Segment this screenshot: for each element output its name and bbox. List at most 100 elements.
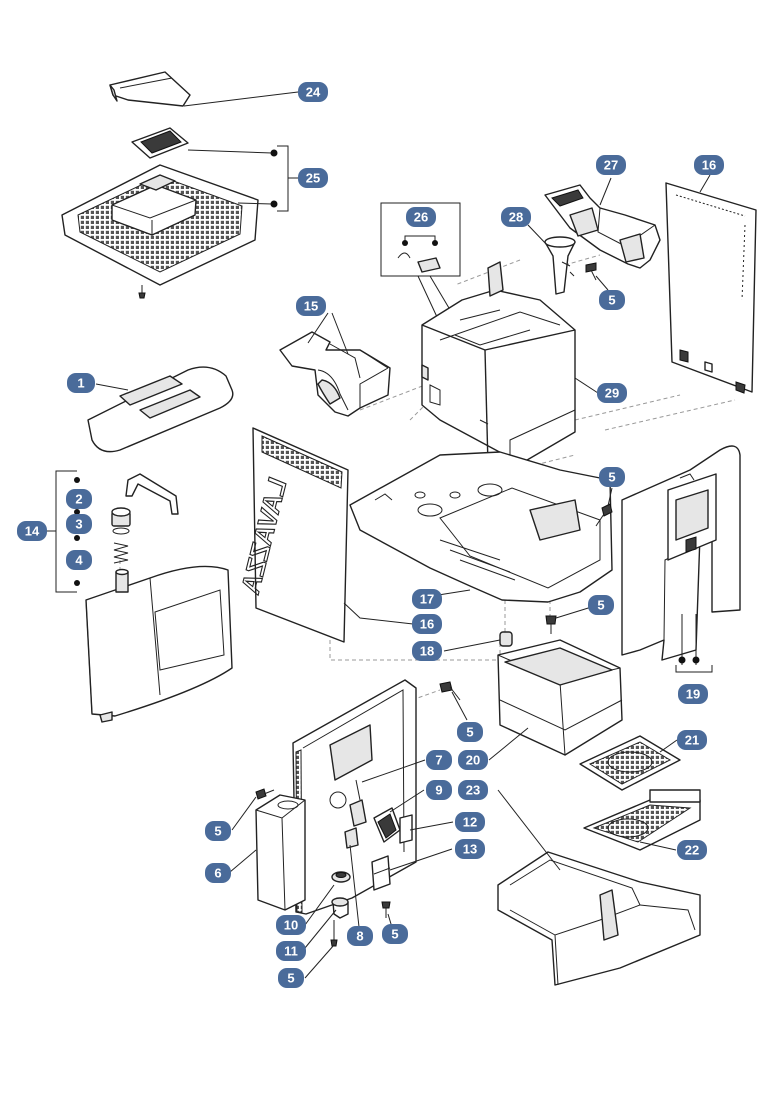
- callout-10: 10: [276, 915, 306, 935]
- part-valve-body: [115, 568, 129, 593]
- part-knob-11: [331, 897, 349, 919]
- callout-15: 15: [296, 296, 326, 316]
- svg-text:16: 16: [420, 617, 434, 632]
- svg-text:15: 15: [304, 299, 318, 314]
- part-top-cover: [87, 366, 234, 453]
- callout-23: 23: [458, 780, 488, 800]
- part-coffee-spout-unit: [544, 184, 661, 269]
- callout-17: 17: [412, 589, 442, 609]
- callout-20: 20: [458, 750, 488, 770]
- part-tank-holder: [279, 331, 391, 417]
- part-cup-grid: [579, 735, 681, 791]
- callout-5-rear: 5: [599, 467, 625, 487]
- part-rear-backplate: [292, 679, 417, 915]
- part-rubber-foot: [499, 631, 513, 647]
- svg-text:5: 5: [287, 971, 294, 986]
- part-drip-grille-tray: [61, 164, 259, 299]
- part-filter-insert: [131, 127, 189, 159]
- callout-25: 25: [298, 168, 328, 188]
- svg-text:1: 1: [77, 376, 84, 391]
- svg-text:11: 11: [284, 944, 298, 959]
- svg-text:13: 13: [463, 842, 477, 857]
- callout-26: 26: [406, 207, 436, 227]
- part-water-tank: [85, 565, 233, 723]
- part-cap-10: [331, 871, 351, 883]
- svg-text:19: 19: [686, 687, 700, 702]
- svg-text:5: 5: [608, 470, 615, 485]
- callout-1: 1: [67, 373, 95, 393]
- part-screw: [545, 615, 557, 634]
- svg-text:28: 28: [509, 210, 523, 225]
- part-screw: [439, 681, 461, 701]
- part-connector-8: [344, 827, 359, 849]
- callout-16-upper: 16: [694, 155, 724, 175]
- svg-text:2: 2: [75, 492, 82, 507]
- svg-text:5: 5: [466, 725, 473, 740]
- svg-text:22: 22: [685, 843, 699, 858]
- part-screw: [330, 920, 338, 947]
- callout-8: 8: [347, 926, 373, 946]
- callout-11: 11: [276, 941, 306, 961]
- svg-text:5: 5: [391, 927, 398, 942]
- svg-text:21: 21: [685, 733, 699, 748]
- callout-14: 14: [17, 521, 47, 541]
- callout-2: 2: [66, 489, 92, 509]
- part-clip-12: [399, 814, 413, 844]
- svg-text:10: 10: [284, 918, 298, 933]
- callout-19: 19: [678, 684, 708, 704]
- callout-4: 4: [66, 550, 92, 570]
- part-grounds-container: [497, 639, 623, 756]
- callout-6: 6: [205, 863, 231, 883]
- svg-text:26: 26: [414, 210, 428, 225]
- svg-text:18: 18: [420, 644, 434, 659]
- svg-text:23: 23: [466, 783, 480, 798]
- svg-text:24: 24: [306, 85, 321, 100]
- svg-text:27: 27: [604, 158, 618, 173]
- svg-text:25: 25: [306, 171, 320, 186]
- callout-5-funnel: 5: [599, 290, 625, 310]
- svg-text:5: 5: [608, 293, 615, 308]
- svg-text:4: 4: [75, 553, 83, 568]
- callout-29: 29: [597, 383, 627, 403]
- part-o-ring: [112, 527, 130, 535]
- part-rear-cover: [621, 445, 741, 673]
- callout-16-lower: 16: [412, 614, 442, 634]
- svg-text:12: 12: [463, 815, 477, 830]
- callout-24: 24: [298, 82, 328, 102]
- callout-12: 12: [455, 812, 485, 832]
- part-drip-tray: [497, 851, 701, 986]
- callout-5-left: 5: [205, 821, 231, 841]
- callout-21: 21: [677, 730, 707, 750]
- part-bracket-13: [371, 855, 391, 891]
- part-screw-28: [585, 262, 597, 281]
- part-lid-flap: [109, 71, 191, 107]
- svg-text:17: 17: [420, 592, 434, 607]
- callout-5-bottom: 5: [278, 968, 304, 988]
- callout-7: 7: [426, 750, 452, 770]
- part-central-frame: [421, 261, 576, 471]
- svg-text:7: 7: [435, 753, 442, 768]
- leader-lines: [46, 91, 711, 979]
- svg-text:9: 9: [435, 783, 442, 798]
- callout-5-lower: 5: [382, 924, 408, 944]
- callout-5-base: 5: [588, 595, 614, 615]
- svg-text:6: 6: [214, 866, 221, 881]
- part-tank-cover-block: [255, 794, 306, 911]
- svg-text:3: 3: [75, 517, 82, 532]
- part-right-side-panel: [665, 182, 757, 394]
- part-funnel: [544, 236, 576, 295]
- svg-text:5: 5: [214, 824, 221, 839]
- callout-5-backplate: 5: [457, 722, 483, 742]
- svg-text:29: 29: [605, 386, 619, 401]
- callout-3: 3: [66, 514, 92, 534]
- svg-text:5: 5: [597, 598, 604, 613]
- svg-text:8: 8: [356, 929, 363, 944]
- part-drip-tray-grid: [583, 789, 701, 851]
- part-screw: [595, 503, 613, 527]
- callout-13: 13: [455, 839, 485, 859]
- svg-text:16: 16: [702, 158, 716, 173]
- part-base-plate: [349, 451, 613, 603]
- part-small-bracket-7: [349, 779, 367, 827]
- part-screw: [381, 901, 391, 918]
- part-valve-cap: [111, 507, 131, 527]
